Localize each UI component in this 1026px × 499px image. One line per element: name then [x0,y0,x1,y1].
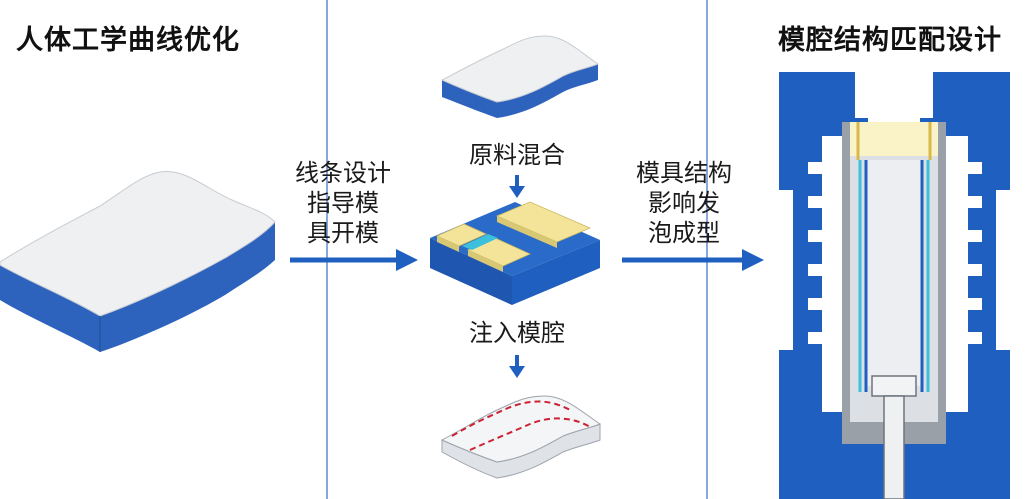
mold-block-icon [430,201,600,305]
left-arrow-label-line-1: 线条设计 [295,159,391,187]
right-arrow-label-line-1: 模具结构 [636,159,732,187]
arrow-right-icon-2 [622,249,764,271]
arrow-down-icon-1 [509,175,525,198]
right-arrow-label-line-2: 影响发 [648,189,720,217]
raw-material-pillow-icon [440,35,600,118]
right-arrow-label: 模具结构 影响发 泡成型 [626,158,742,248]
formed-pillow-icon [440,395,602,479]
right-arrow-label-line-3: 泡成型 [648,219,720,247]
arrow-down-icon-2 [509,355,525,378]
right-section-title: 模腔结构匹配设计 [778,25,1002,56]
step-inject-cavity-label: 注入模腔 [469,319,565,347]
ergonomic-pillow-icon [0,170,276,352]
left-arrow-label-line-3: 具开模 [307,219,379,247]
left-arrow-label: 线条设计 指导模 具开模 [288,158,398,248]
left-section-title: 人体工学曲线优化 [16,25,240,56]
arrow-right-icon [290,249,418,271]
step-raw-mixing-label: 原料混合 [469,141,565,169]
left-arrow-label-line-2: 指导模 [307,189,379,217]
mold-cavity-cross-section-icon [779,72,1010,499]
